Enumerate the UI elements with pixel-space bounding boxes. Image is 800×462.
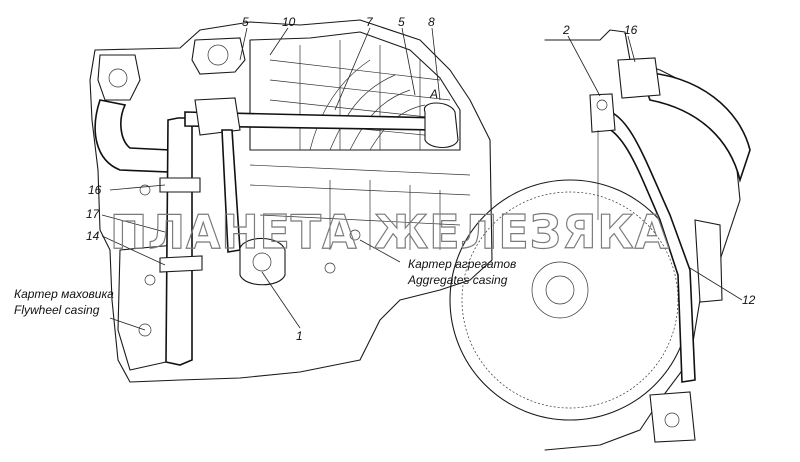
callout-7: 7 (366, 15, 374, 29)
callout-1: 1 (296, 329, 303, 343)
callout-5b: 5 (398, 15, 405, 29)
callout-8: 8 (428, 15, 435, 29)
callout-10: 10 (282, 15, 296, 29)
callout-5a: 5 (242, 15, 249, 29)
callout-16-left: 16 (88, 183, 102, 197)
pump-part (239, 237, 286, 286)
fitting-8 (424, 102, 459, 149)
flywheel-ring (461, 191, 679, 409)
watermark-text: ПЛАНЕТА ЖЕЛЕЗЯКА (110, 205, 670, 259)
engine-block-outline (89, 19, 493, 383)
callout-2: 2 (562, 23, 570, 37)
connector-2 (589, 93, 616, 133)
label-flywheel-en: Flywheel casing (14, 303, 100, 317)
exhaust-flange (97, 54, 141, 101)
head-cover (249, 31, 461, 151)
bracket-right (694, 219, 723, 303)
block-ribs (249, 164, 471, 250)
callout-A: A (429, 87, 438, 101)
callout-12: 12 (742, 293, 756, 307)
left-callouts: 5 10 7 5 8 A 16 17 14 1 (86, 15, 438, 343)
callout-14: 14 (86, 229, 100, 243)
tube-clamp-lower (159, 255, 203, 273)
upper-fitting (617, 57, 661, 99)
upper-hose[interactable] (638, 71, 751, 183)
exhaust-pipe (94, 99, 171, 173)
flywheel-hub (531, 261, 589, 319)
top-connector (191, 37, 246, 75)
label-aggregates-en: Aggregates casing (407, 273, 508, 287)
left-engine-view (89, 19, 493, 383)
long-tube[interactable] (598, 109, 696, 383)
bottom-plug (649, 391, 696, 443)
callout-16-right: 16 (624, 23, 638, 37)
left-leaders (101, 27, 441, 331)
right-leaders (567, 35, 743, 301)
label-flywheel-ru: Картер маховика (14, 287, 114, 301)
part-labels: Картер агрегатов Aggregates casing Карте… (14, 257, 516, 317)
tube-clamp-upper (159, 177, 201, 193)
right-flywheel-view (449, 29, 751, 451)
callout-17: 17 (86, 207, 101, 221)
label-aggregates-ru: Картер агрегатов (408, 257, 516, 271)
right-callouts: 2 16 12 (562, 23, 756, 307)
elbow-fitting (194, 97, 241, 136)
injector-lines (309, 59, 426, 151)
